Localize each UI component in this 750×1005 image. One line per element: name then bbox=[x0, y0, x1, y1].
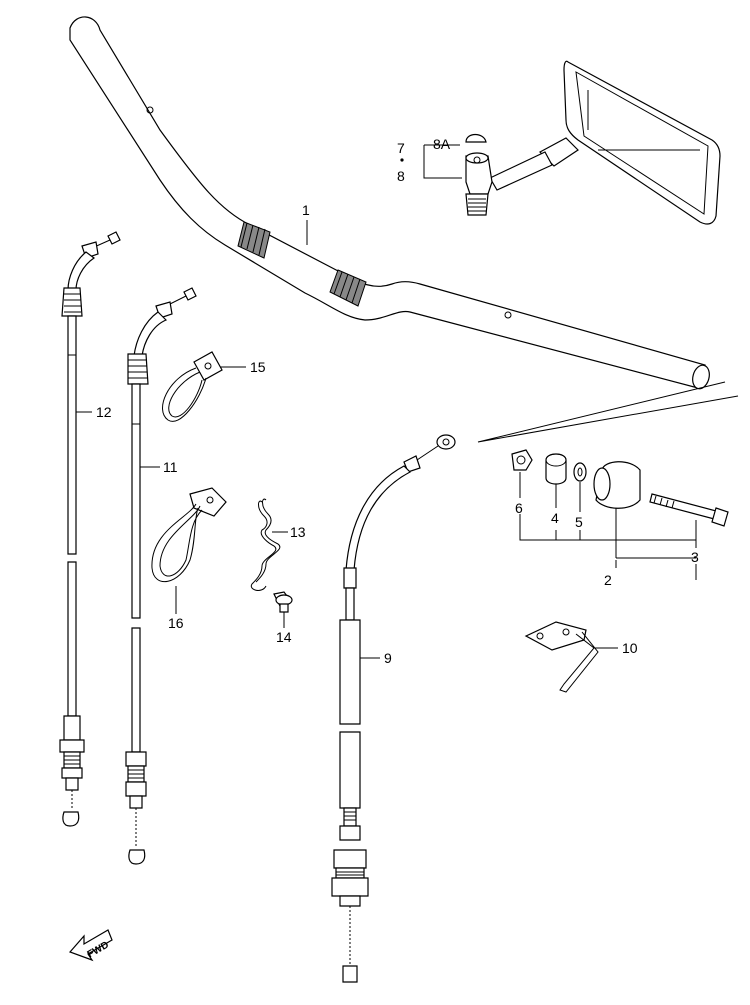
callout-6: 6 bbox=[515, 500, 523, 516]
callout-2: 2 bbox=[604, 572, 612, 588]
callout-15: 15 bbox=[250, 359, 266, 375]
handlebar bbox=[69, 16, 710, 390]
throttle-cable-11 bbox=[125, 287, 197, 865]
callout-8: 8 bbox=[397, 168, 405, 184]
leader-bar-end bbox=[519, 472, 697, 580]
callout-11: 11 bbox=[163, 459, 178, 475]
callout-16: 16 bbox=[168, 615, 184, 631]
clutch-cable-9 bbox=[331, 434, 456, 983]
callout-8a: 8A bbox=[433, 136, 451, 152]
callout-10: 10 bbox=[622, 640, 638, 656]
bar-end-guide-lines bbox=[477, 381, 739, 443]
leader-7-8 bbox=[423, 144, 462, 179]
callout-1: 1 bbox=[302, 202, 310, 218]
callout-9: 9 bbox=[384, 650, 392, 666]
callout-4: 4 bbox=[551, 510, 559, 526]
mirror-assembly bbox=[465, 60, 721, 225]
bracket-10 bbox=[524, 621, 599, 693]
cable-clamp-15 bbox=[162, 351, 223, 422]
fwd-arrow-icon: FWD bbox=[68, 929, 113, 962]
callout-7: 7 bbox=[397, 140, 405, 156]
callout-14: 14 bbox=[276, 629, 292, 645]
cable-clamp-16 bbox=[151, 487, 227, 583]
callout-3: 3 bbox=[691, 549, 699, 565]
callout-12: 12 bbox=[96, 404, 112, 420]
wire-clip-13 bbox=[250, 498, 281, 591]
throttle-cable-12 bbox=[59, 231, 121, 827]
bar-end-parts bbox=[511, 449, 729, 527]
screw-14 bbox=[273, 591, 293, 613]
dot-separator bbox=[400, 158, 404, 162]
callout-5: 5 bbox=[575, 514, 583, 530]
callout-13: 13 bbox=[290, 524, 306, 540]
